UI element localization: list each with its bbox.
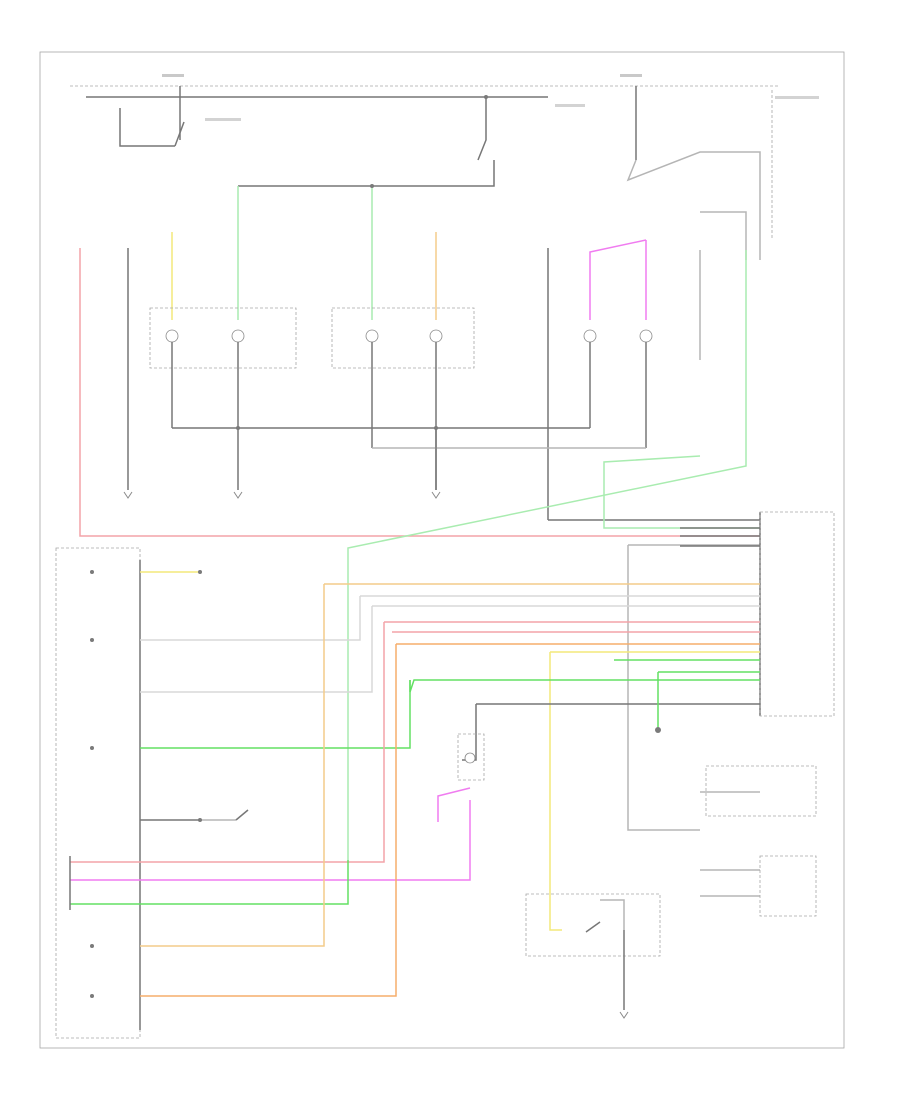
- fog-ground-symbol: [619, 1011, 629, 1019]
- junction-2: [236, 426, 240, 430]
- junction-dots: [198, 95, 661, 822]
- lamp-right-low: [365, 329, 379, 343]
- fog-relay-outline: [525, 893, 661, 957]
- ground-symbol-1: [123, 491, 133, 499]
- lamp-ground-returns: [123, 342, 647, 499]
- relay-note-mark-3: [775, 96, 819, 99]
- relay-coil: [464, 752, 476, 764]
- ground-symbol-2-shape: [233, 491, 243, 499]
- switch-contact-3: [90, 746, 94, 750]
- relay-pink-loop: [437, 787, 471, 822]
- relay-note-mark-1: [205, 118, 241, 121]
- top-power-bus: [70, 85, 780, 460]
- switch-contact-5: [90, 994, 94, 998]
- right-relay: [626, 151, 761, 260]
- wire-gray-conn-down: [627, 545, 700, 831]
- switch-out-lgray: [140, 596, 361, 641]
- switch-out-green: [140, 680, 411, 749]
- relay-feed-gray: [462, 704, 477, 761]
- fog-relay-gray: [600, 899, 625, 930]
- fog-relay-switch: [585, 921, 601, 933]
- wire-lightgreen-loop: [603, 455, 760, 529]
- lamp-fog-right: [639, 329, 653, 343]
- fuse-right-mark: [620, 74, 642, 77]
- switch-out-lgray-2: [140, 606, 373, 693]
- switch-out-green-2: [70, 860, 349, 905]
- colored-band-wires: [324, 583, 760, 900]
- left-relay-switch: [174, 121, 185, 147]
- headlamp-switch-bracket: [55, 547, 141, 1039]
- fog-relay-feed: [549, 900, 562, 931]
- right-relay-return: [700, 211, 747, 260]
- right-headlamp-assembly: [331, 307, 475, 369]
- fog-relay-box: [525, 893, 661, 1019]
- wire-green-long: [347, 250, 747, 860]
- relay-contact: [235, 809, 249, 821]
- lamp-fog-left: [583, 329, 597, 343]
- module-box-2: [759, 855, 817, 917]
- wire-red-long: [79, 248, 760, 537]
- mid-relay-drop: [477, 97, 487, 161]
- harness-wires: [79, 248, 760, 860]
- page-border: [39, 51, 845, 1049]
- junction-5: [655, 727, 661, 733]
- feed-pink-1: [589, 239, 647, 320]
- lamp-right-high: [429, 329, 443, 343]
- mid-bus: [238, 160, 495, 187]
- switch-contact-2: [90, 638, 94, 642]
- ground-symbol-3: [431, 491, 441, 499]
- junction-6: [198, 818, 202, 822]
- switch-out-pink: [70, 800, 471, 881]
- center-relay-area: [200, 704, 485, 822]
- ground-symbol-2: [233, 491, 243, 499]
- switch-out-orange: [140, 644, 397, 997]
- headlamp-switch-module: [55, 547, 471, 1039]
- left-headlamp-assembly: [149, 307, 297, 369]
- top-annotation-marks: [162, 74, 819, 121]
- ground-symbol-3-shape: [431, 491, 441, 499]
- wire-green-band-2: [409, 679, 760, 693]
- lamp-assemblies: [149, 307, 653, 369]
- ground-symbol-1-shape: [123, 491, 133, 499]
- relay-note-mark-2: [555, 104, 585, 107]
- switch-contact-4: [90, 944, 94, 948]
- junction-3: [434, 426, 438, 430]
- fuse-left-mark: [162, 74, 184, 77]
- right-connector-block: [680, 511, 835, 717]
- connector-bracket: [759, 511, 835, 717]
- switch-out-tan: [140, 584, 325, 947]
- switch-out-red: [70, 622, 385, 863]
- switch-contact-1: [90, 570, 94, 574]
- left-relay-loop: [119, 108, 175, 147]
- daytime-module-bracket: [705, 765, 817, 817]
- switch-node-yellow: [198, 570, 202, 574]
- lamp-left-high: [231, 329, 245, 343]
- relay-box: [457, 733, 485, 781]
- junction-1: [370, 184, 374, 188]
- lamp-left-low: [165, 329, 179, 343]
- right-lower-modules: [700, 765, 817, 917]
- junction-4: [484, 95, 488, 99]
- lamp-feed-wires: [171, 186, 701, 520]
